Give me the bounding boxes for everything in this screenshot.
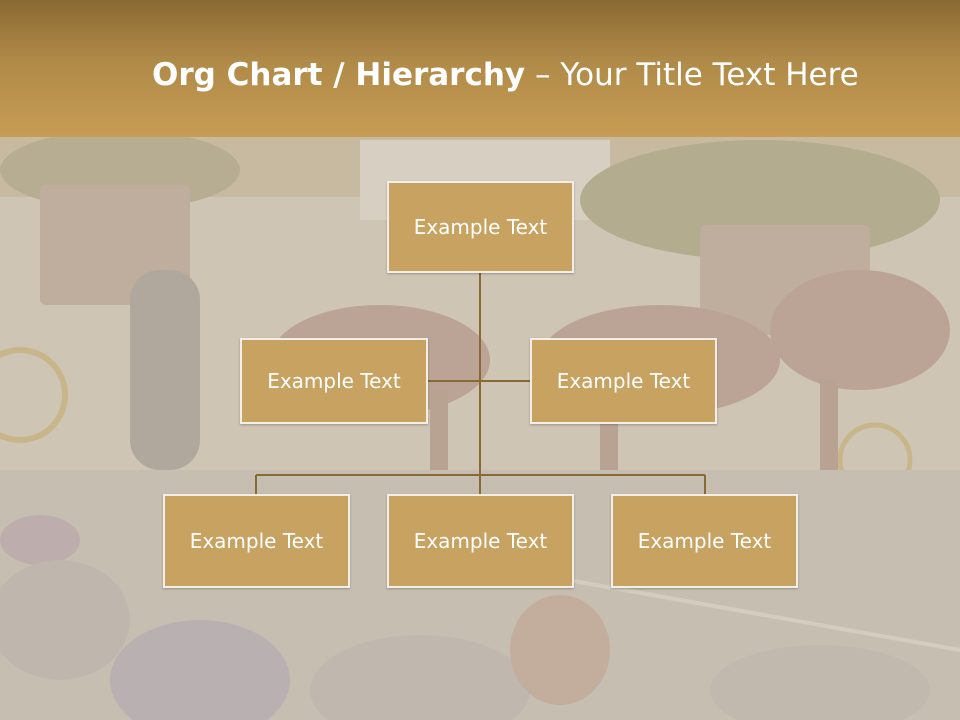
title-dash: –: [525, 57, 561, 93]
org-node-level3-center: Example Text: [387, 494, 574, 588]
org-node-label: Example Text: [637, 529, 772, 553]
org-node-label: Example Text: [413, 529, 548, 553]
title-rest: Your Title Text Here: [560, 57, 859, 93]
slide-title: Org Chart / Hierarchy – Your Title Text …: [152, 52, 859, 98]
org-node-label: Example Text: [556, 369, 691, 393]
org-node-label: Example Text: [267, 369, 401, 393]
org-node-level3-right: Example Text: [611, 494, 798, 588]
org-node-level3-left: Example Text: [163, 494, 350, 588]
org-node-root: Example Text: [387, 181, 574, 273]
title-bold: Org Chart / Hierarchy: [152, 57, 526, 93]
org-node-level2-left: Example Text: [240, 338, 428, 424]
org-node-label: Example Text: [413, 215, 548, 239]
org-node-level2-right: Example Text: [530, 338, 717, 424]
org-node-label: Example Text: [189, 529, 324, 553]
title-bar: [0, 0, 960, 137]
